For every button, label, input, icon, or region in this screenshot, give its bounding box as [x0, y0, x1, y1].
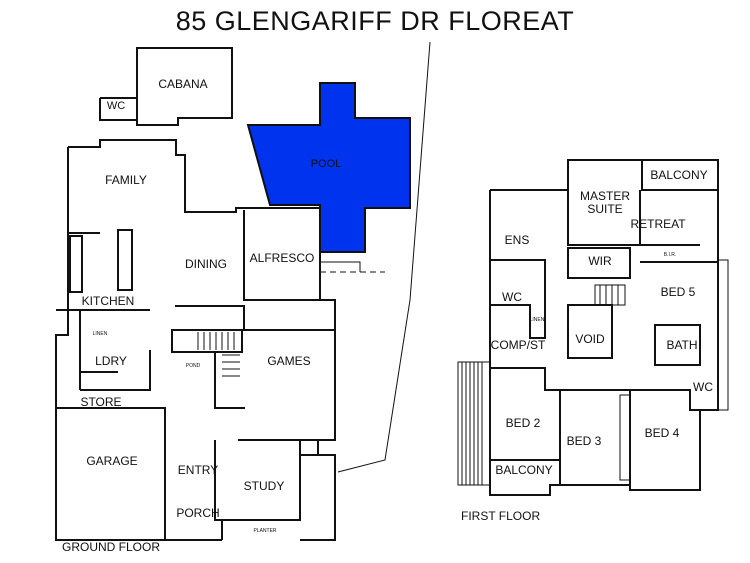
room-kitchen: KITCHEN	[81, 294, 135, 308]
room-bed2: BED 2	[505, 416, 541, 430]
planter-walls	[300, 454, 336, 541]
room-bir: B.I.R.	[663, 252, 677, 258]
room-comp-st: COMP/ST	[490, 338, 546, 352]
house-outline-right	[68, 139, 336, 441]
page-title: 85 GLENGARIFF DR FLOREAT	[175, 6, 575, 36]
room-wc1: WC	[502, 290, 522, 304]
room-wir: WIR	[588, 254, 612, 268]
master-divider	[567, 190, 640, 246]
room-void: VOID	[575, 332, 605, 346]
kitchen-bench-left	[69, 235, 83, 293]
pond-small-walls	[299, 440, 319, 456]
room-bed3: BED 3	[566, 434, 602, 448]
ldry-walls	[79, 310, 151, 391]
room-alfresco: ALFRESCO	[249, 251, 315, 265]
room-planter: PLANTER	[253, 528, 277, 534]
dining-divider	[175, 305, 335, 331]
room-master: MASTER	[579, 189, 631, 203]
garage-walls	[56, 407, 166, 540]
wir-walls	[567, 247, 631, 279]
room-wc: WC	[106, 100, 126, 112]
room-suite: SUITE	[587, 202, 623, 216]
room-entry: ENTRY	[177, 463, 219, 477]
room-balcony-top: BALCONY	[650, 168, 708, 182]
cabana-walls	[136, 47, 233, 126]
room-garage: GARAGE	[86, 454, 138, 468]
kitchen-island	[117, 229, 133, 291]
bath-walls	[654, 324, 701, 366]
bed4-walls	[630, 389, 718, 411]
room-dining: DINING	[185, 257, 227, 271]
room-pool: POOL	[310, 158, 342, 170]
first-floor-caption: FIRST FLOOR	[461, 509, 541, 523]
room-balcony-bottom: BALCONY	[495, 463, 553, 477]
room-ldry: LDRY	[95, 354, 127, 368]
ground-floor-walls	[55, 41, 431, 541]
first-floor-walls	[489, 159, 719, 496]
room-store: STORE	[80, 395, 122, 409]
wc-walls-ff	[490, 304, 546, 339]
ens-wall	[490, 259, 546, 305]
wc-walls	[99, 97, 137, 121]
ground-floor-caption: GROUND FLOOR	[62, 540, 161, 554]
room-bed5: BED 5	[660, 285, 696, 299]
balcony-top-walls	[642, 159, 719, 190]
room-study: STUDY	[243, 479, 285, 493]
pool-steps	[320, 261, 361, 272]
alfresco-walls	[243, 210, 320, 301]
room-wc2: WC	[693, 380, 713, 394]
room-retreat: RETREAT	[630, 217, 686, 231]
study-walls	[222, 439, 301, 521]
room-bed4: BED 4	[644, 426, 680, 440]
room-porch: PORCH	[176, 506, 220, 520]
room-family: FAMILY	[105, 173, 147, 187]
room-linen-ff: LINEN	[529, 317, 545, 323]
house-outline-left	[55, 147, 222, 541]
property-boundary	[337, 41, 431, 473]
room-pond: POND	[185, 363, 201, 369]
room-bath: BATH	[666, 338, 698, 352]
room-games: GAMES	[267, 354, 311, 368]
pool-shape	[246, 82, 411, 253]
stair-void	[171, 329, 243, 353]
entry-wall	[214, 440, 223, 540]
room-cabana: CABANA	[158, 77, 208, 91]
ground-stairs	[197, 332, 240, 377]
first-floor-stairs	[457, 259, 729, 486]
room-linen: LINEN	[92, 331, 108, 337]
stair-wall	[214, 352, 245, 409]
room-ens: ENS	[504, 233, 530, 247]
bed2-walls	[490, 367, 561, 485]
